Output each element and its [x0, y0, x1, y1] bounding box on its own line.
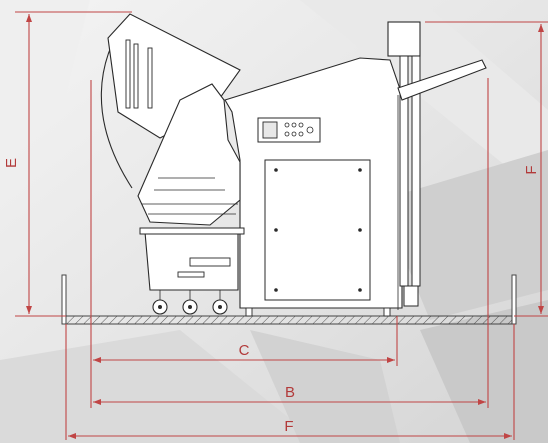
- dimension-f-vertical: F: [425, 21, 548, 317]
- main-cabinet: [224, 57, 403, 317]
- dimension-c-label: C: [239, 342, 250, 359]
- dimension-f-vertical-label: F: [523, 165, 540, 174]
- wheeled-bin: [139, 227, 245, 315]
- lift-column: [387, 21, 487, 310]
- floor-slab: [61, 274, 517, 325]
- dimension-f-horizontal: F: [68, 418, 512, 439]
- dimension-c: C: [93, 342, 395, 363]
- extension-lines: [65, 78, 515, 440]
- lift-chute: [137, 83, 241, 226]
- dimension-b-label: B: [285, 384, 295, 401]
- dimension-e: E: [3, 11, 132, 317]
- dimension-e-label: E: [3, 158, 20, 168]
- dimension-f-horizontal-label: F: [284, 418, 293, 435]
- dimension-b: B: [93, 384, 486, 405]
